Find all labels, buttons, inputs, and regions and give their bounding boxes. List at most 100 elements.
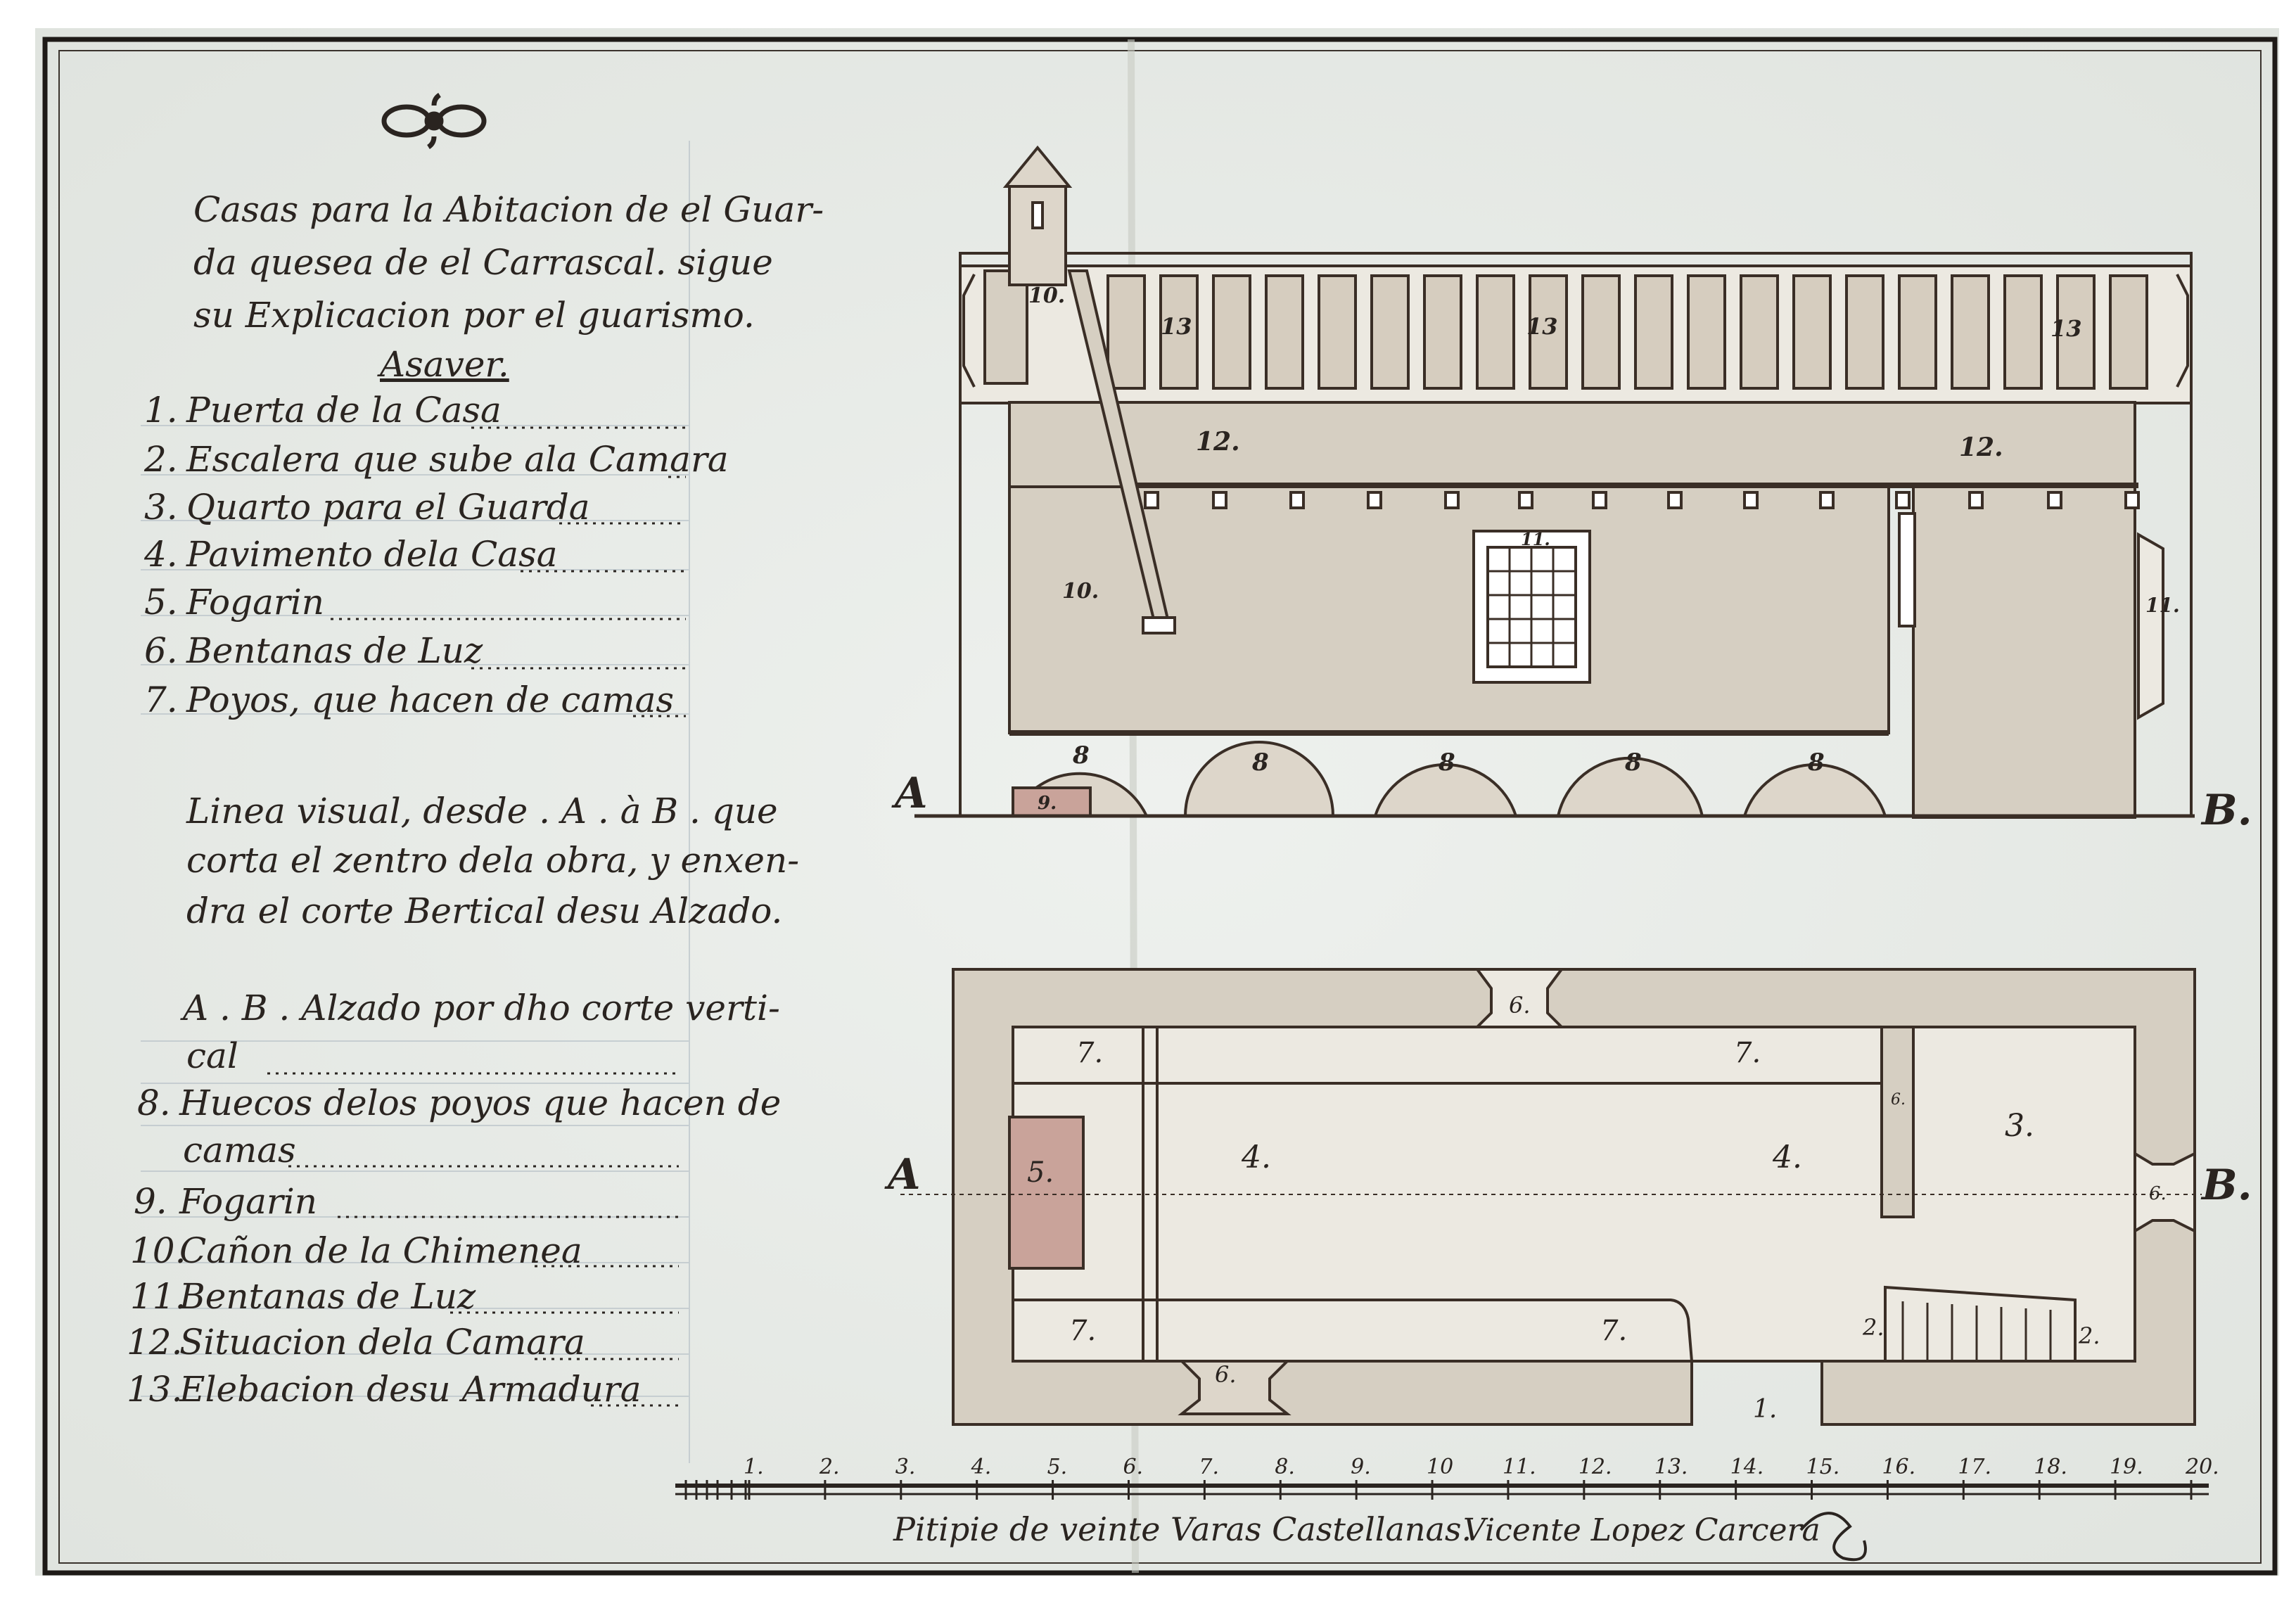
- legend-item-text: Escalera que sube ala Camara: [186, 439, 729, 480]
- scale-tick-label: 7.: [1199, 1455, 1219, 1479]
- label-chimney-low: 10.: [1062, 579, 1099, 604]
- scale-tick-label: 10: [1427, 1455, 1453, 1479]
- scale-tick-label: 1.: [744, 1455, 764, 1479]
- scale-tick-label: 5.: [1047, 1455, 1068, 1479]
- scale-tick-label: 8.: [1275, 1455, 1295, 1479]
- label-plan-bench: 7.: [1069, 1315, 1096, 1347]
- window-bars: [1488, 547, 1576, 667]
- roof-edge-left: [962, 274, 976, 388]
- label-rafter: 13: [1526, 313, 1558, 340]
- scale-tick-label: 3.: [895, 1455, 916, 1479]
- label-plan-stair: 2.: [1862, 1314, 1884, 1341]
- elevation-drawing: [914, 145, 2195, 819]
- legend-num: 12.: [127, 1322, 183, 1363]
- legend-num: 7.: [144, 680, 178, 720]
- label-plan-fire: 5.: [1027, 1156, 1054, 1189]
- legend-num: 9.: [134, 1181, 167, 1222]
- scale-tick-label: 9.: [1351, 1455, 1371, 1479]
- label-niche: 8: [1624, 748, 1642, 777]
- scale-tick-label: 14.: [1730, 1455, 1764, 1479]
- camara-zone: [1008, 401, 2136, 488]
- legend-item-text: Fogarin: [186, 582, 324, 623]
- label-plan-stair: 2.: [2078, 1322, 2100, 1349]
- scale-bar: [675, 1480, 2209, 1500]
- legend-num: 5.: [144, 582, 178, 623]
- scale-tick-label: 11.: [1503, 1455, 1536, 1479]
- bench-line-bottom: [1013, 1299, 1693, 1362]
- roof-edge-right: [2176, 274, 2189, 388]
- label-plan-window: 6.: [1509, 992, 1531, 1019]
- scale-subdivisions: [684, 1480, 747, 1500]
- scale-tick-label: 13.: [1654, 1455, 1688, 1479]
- legend-item-text: Bentanas de Luz: [179, 1276, 476, 1317]
- plan-window-bottom: [1178, 1360, 1292, 1415]
- legend-title-line-1: Casas para la Abitacion de el Guar-: [193, 189, 824, 230]
- signature: Vicente Lopez Carcera: [1463, 1512, 1820, 1548]
- partition-wall: [1880, 1026, 1915, 1218]
- scale-tick-label: 20.: [2185, 1455, 2219, 1479]
- legend-item-text: Puerta de la Casa: [186, 390, 502, 430]
- chimney-cap: [1002, 145, 1073, 188]
- legend-item-text: Huecos delos poyos que hacen de: [179, 1083, 781, 1123]
- bench-niches: [1010, 741, 1887, 817]
- leader-dots-2: [267, 1072, 679, 1407]
- scale-tick-label: 6.: [1123, 1455, 1143, 1479]
- stair-treads: [1901, 1301, 2052, 1361]
- label-plan-window: 6.: [1215, 1361, 1237, 1388]
- label-plan-window: 6.: [1891, 1091, 1906, 1109]
- beam-ends: [1144, 491, 2140, 509]
- linea-line-1: Linea visual, desde . A . à B . que: [186, 791, 778, 831]
- label-camara: 12.: [1959, 433, 2003, 462]
- label-plan-a: A: [884, 1150, 921, 1199]
- linea-line-2: corta el zentro dela obra, y enxen-: [186, 840, 799, 881]
- rafters: [1106, 274, 2148, 390]
- legend-item-text: Cañon de la Chimenea: [179, 1230, 582, 1271]
- label-plan-bench: 7.: [1600, 1315, 1627, 1347]
- label-plan-room: 3.: [2005, 1108, 2034, 1144]
- ornament-flourish: [381, 93, 487, 149]
- scale-tick-label: 16.: [1882, 1455, 1915, 1479]
- scale-tick-label: 19.: [2110, 1455, 2143, 1479]
- legend-item-text: Pavimento dela Casa: [186, 534, 558, 575]
- label-plan-bench: 7.: [1734, 1037, 1761, 1069]
- label-plan-window: 6.: [2149, 1183, 2167, 1204]
- legend-num: 1.: [144, 390, 178, 430]
- legend-item-text: Fogarin: [179, 1181, 317, 1222]
- label-niche: 8: [1251, 748, 1269, 777]
- legend-title-line-3: su Explicacion por el guarismo.: [193, 295, 755, 336]
- label-niche: 8: [1438, 748, 1455, 777]
- label-chimney: 10.: [1028, 283, 1065, 308]
- label-niche: 8: [1807, 748, 1825, 777]
- legend-num: 10.: [130, 1230, 186, 1271]
- chimney-slot: [1031, 201, 1044, 229]
- ab-line-1: A . B . Alzado por dho corte verti-: [180, 988, 780, 1028]
- label-plan-b: B.: [2200, 1161, 2252, 1210]
- label-plan-floor: 4.: [1772, 1140, 1802, 1175]
- label-plan-bench: 7.: [1076, 1037, 1103, 1069]
- plan-fogarin: [1008, 1116, 1085, 1270]
- legend-list-1: 1. Puerta de la Casa 2. Escalera que sub…: [144, 390, 729, 720]
- signature-flourish: [1799, 1512, 1867, 1562]
- leader-dots: [331, 426, 686, 717]
- label-rafter: 13: [1161, 313, 1192, 340]
- scale-caption: Pitipie de veinte Varas Castellanas.: [893, 1510, 1472, 1548]
- label-niche: 8: [1072, 741, 1090, 770]
- legend-item-cont: camas: [183, 1130, 296, 1171]
- scale-tick-label: 17.: [1958, 1455, 1991, 1479]
- legend-num: 13.: [127, 1369, 183, 1410]
- plan-window-right: [2134, 1151, 2196, 1234]
- legend-item-text: Situacion dela Camara: [179, 1322, 585, 1363]
- legend-title-line-2: da quesea de el Carrascal. sigue: [193, 242, 773, 283]
- legend-num: 2.: [144, 439, 178, 480]
- legend-item-text: Bentanas de Luz: [186, 630, 483, 671]
- label-elev-b: B.: [2200, 786, 2252, 835]
- legend-num: 11.: [130, 1276, 186, 1317]
- scale-tick-label: 12.: [1579, 1455, 1612, 1479]
- legend-item-text: Poyos, que hacen de camas: [186, 680, 674, 720]
- legend-num: 8.: [137, 1083, 171, 1123]
- legend-item-text: Quarto para el Guarda: [186, 487, 590, 528]
- side-window: [2137, 532, 2164, 720]
- label-plan-door: 1.: [1753, 1395, 1777, 1424]
- label-camara: 12.: [1196, 427, 1240, 457]
- scale-tick-label: 2.: [819, 1455, 840, 1479]
